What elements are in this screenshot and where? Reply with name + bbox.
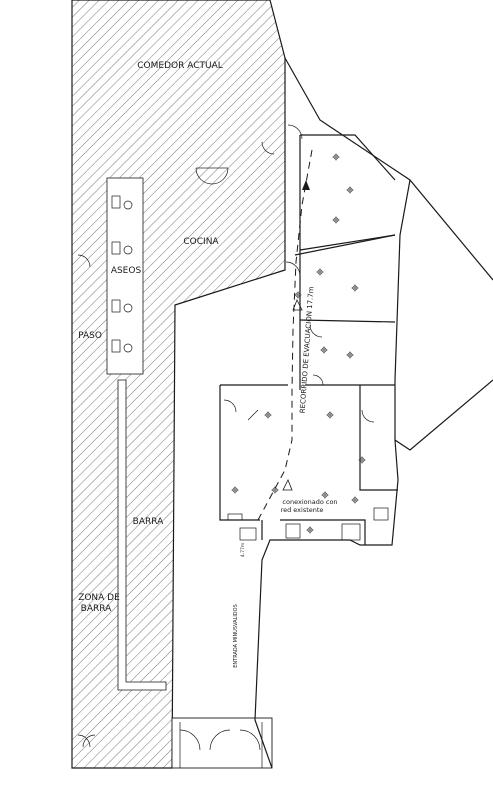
label-paso: PASO: [78, 331, 102, 341]
label-small-tag: 4.77m: [240, 543, 246, 557]
existing-doors: [77, 167, 229, 748]
label-conexion-line1: conexionado con: [282, 498, 337, 506]
label-entrada: ENTRADA MINUSVALIDOS: [233, 604, 239, 668]
bar-counter: [117, 379, 167, 691]
kitchen-counter-strip: [106, 177, 144, 375]
east-angled-wall: [394, 179, 493, 451]
label-barra: BARRA: [133, 517, 164, 527]
new-doors: [179, 124, 375, 768]
entrance-corridor: [171, 717, 273, 769]
label-cocina: COCINA: [183, 237, 219, 247]
label-aseos: ASEOS: [111, 266, 142, 276]
existing-building-hatched-area: [71, 0, 286, 769]
new-premises-outer-wall: [284, 57, 493, 281]
label-conexion-line2: red existente: [281, 506, 324, 514]
label-zona-line1: ZONA DE: [78, 593, 120, 603]
label-comedor: COMEDOR ACTUAL: [137, 61, 223, 71]
interior-partitions: [219, 134, 398, 545]
toilet-fixtures: [111, 195, 133, 353]
label-zona-line2: BARRA: [81, 604, 112, 614]
service-equipment: [227, 507, 389, 541]
evacuation-route: [257, 149, 313, 521]
label-recorrido: RECORRIDO DE EVACUACION 17.7m: [299, 286, 316, 414]
south-east-wall: [254, 439, 399, 769]
